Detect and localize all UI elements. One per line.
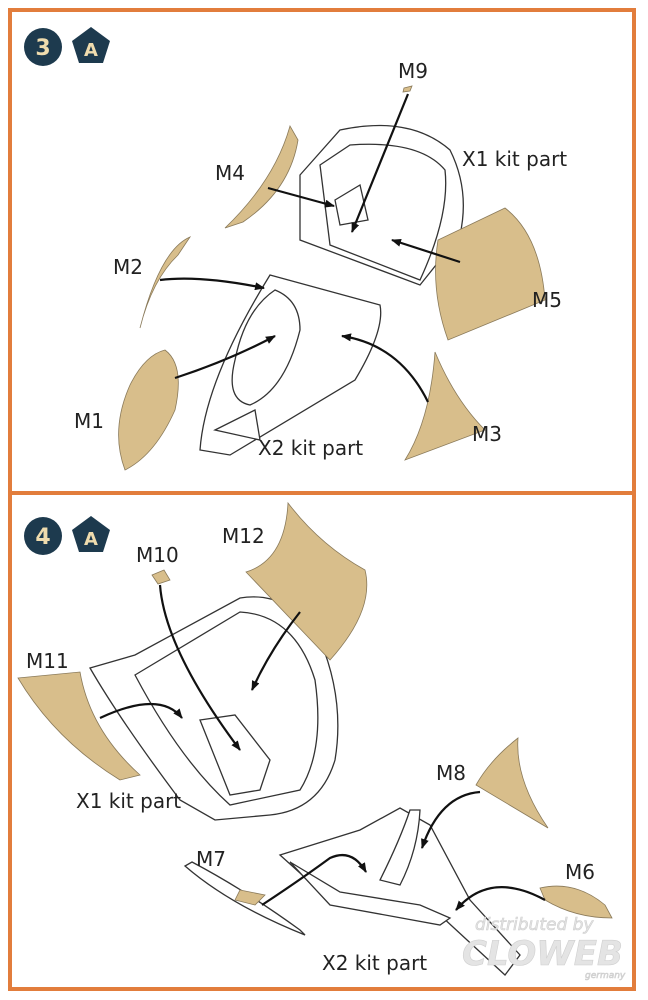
- mask-m3: [404, 351, 486, 461]
- arrow-m2: [159, 277, 265, 291]
- mask-m2: [139, 236, 192, 329]
- mask-m7: [234, 889, 266, 906]
- label-m4: M4: [215, 161, 245, 185]
- arrow-m8: [420, 790, 481, 849]
- arrow-m7: [261, 854, 367, 906]
- arrow-m4: [267, 186, 335, 208]
- label-m5: M5: [532, 288, 562, 312]
- arrow-m1: [174, 335, 276, 380]
- label-m10: M10: [136, 543, 179, 567]
- label-x1-kit-part: X1 kit part: [462, 147, 567, 171]
- arrow-m11: [99, 702, 183, 719]
- label-x2-kit-part: X2 kit part: [322, 951, 427, 975]
- label-m11: M11: [26, 649, 69, 673]
- label-x2-kit-part: X2 kit part: [258, 436, 363, 460]
- step-number-badge: 4: [24, 517, 62, 555]
- arrow-m12: [250, 611, 301, 691]
- svg-text:A: A: [84, 529, 98, 550]
- x2-kit-part: [278, 807, 521, 976]
- distributor-watermark: distributed by CLOWEB germany: [462, 915, 627, 982]
- mask-m5: [435, 207, 546, 341]
- variant-badge-pentagon: A: [72, 516, 110, 552]
- arrow-m9: [350, 93, 410, 233]
- mask-m11: [17, 671, 141, 781]
- mask-m6: [539, 885, 613, 919]
- x1-kit-part: [89, 596, 339, 821]
- svg-text:germany: germany: [585, 971, 626, 981]
- step-number-badge: 3: [24, 28, 62, 66]
- svg-text:CLOWEB: CLOWEB: [462, 934, 623, 974]
- svg-text:distributed by: distributed by: [475, 915, 594, 935]
- label-x1-kit-part: X1 kit part: [76, 789, 181, 813]
- label-m6: M6: [565, 860, 595, 884]
- mask-m12: [245, 501, 368, 661]
- svg-text:4: 4: [35, 525, 50, 550]
- svg-text:3: 3: [35, 36, 50, 61]
- label-m1: M1: [74, 409, 104, 433]
- mask-m8: [475, 737, 549, 829]
- label-m9: M9: [398, 59, 428, 83]
- label-m12: M12: [222, 524, 265, 548]
- arrow-m5: [391, 238, 461, 264]
- mask-m1: [118, 349, 179, 471]
- mask-m4: [224, 124, 299, 229]
- variant-badge-pentagon: A: [72, 27, 110, 63]
- x2-kit-part: [199, 274, 382, 456]
- arrow-m10: [158, 584, 241, 751]
- label-m8: M8: [436, 761, 466, 785]
- label-m2: M2: [113, 255, 143, 279]
- label-m7: M7: [196, 847, 226, 871]
- svg-text:A: A: [84, 40, 98, 61]
- mask-m9: [402, 85, 413, 93]
- arrow-m3: [341, 333, 429, 403]
- arrow-m6: [455, 886, 546, 911]
- step-4-panel: [8, 491, 636, 991]
- label-m3: M3: [472, 422, 502, 446]
- mask-m10: [151, 569, 171, 585]
